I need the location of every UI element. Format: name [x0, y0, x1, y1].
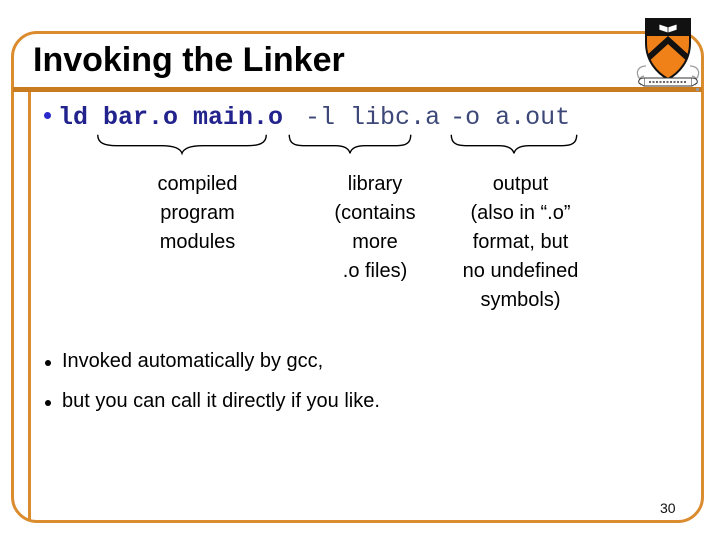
command-line: ld bar.o main.o -l libc.a -o a.out — [58, 103, 570, 132]
princeton-shield-icon — [632, 16, 704, 94]
page-number: 30 — [660, 500, 676, 516]
command-output-segment: -o a.out — [450, 103, 571, 132]
bullet-directly: but you can call it directly if you like… — [62, 390, 380, 412]
underbrace-modules-icon — [96, 133, 268, 155]
command-library-segment: -l libc.a — [305, 103, 441, 132]
underbrace-library-icon — [288, 133, 412, 155]
slide-title: Invoking the Linker — [33, 41, 345, 79]
annotation-modules: compiled program modules — [157, 173, 238, 253]
command-modules-segment: ld bar.o main.o — [58, 103, 284, 132]
slide-border-frame — [11, 31, 704, 523]
annotation-library: library (contains more .o files) — [334, 173, 416, 282]
annotation-output: output (also in “.o” format, but no unde… — [462, 173, 579, 311]
list-bullet-icon — [45, 360, 51, 366]
list-bullet-icon — [45, 400, 51, 406]
underbrace-output-icon — [450, 133, 578, 155]
title-separator-rule — [13, 87, 702, 92]
bullet-invoked: Invoked automatically by gcc, — [62, 350, 324, 372]
command-bullet-icon — [44, 112, 51, 119]
content-left-rule — [28, 92, 31, 521]
